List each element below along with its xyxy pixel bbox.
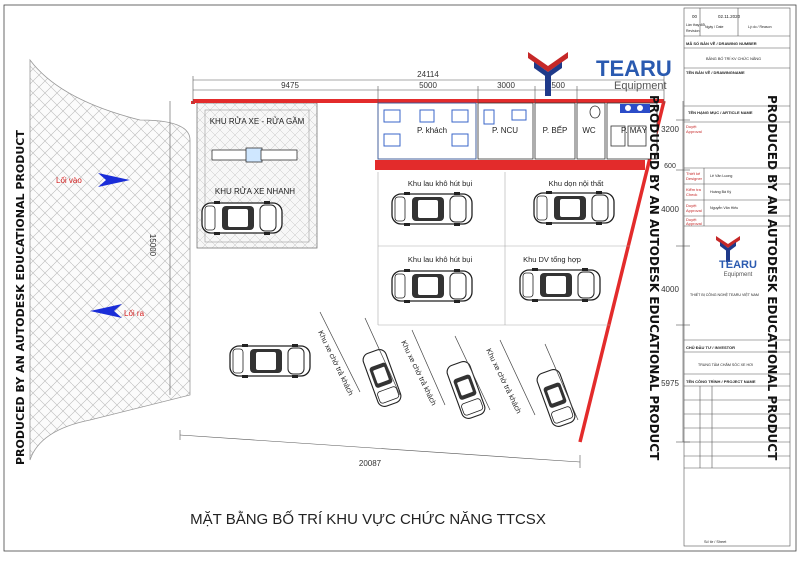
logo-sub-block: Equipment bbox=[724, 272, 753, 278]
tb-approval1: Duyệt bbox=[686, 124, 697, 129]
tb-approval3-en: Approval bbox=[686, 221, 702, 226]
tb-designer-en: Designer bbox=[686, 176, 703, 181]
logo-sub-top: Equipment bbox=[614, 80, 667, 92]
tb-drawing-number-label: MÃ SỐ BẢN VẼ / DRAWING NUMBER bbox=[686, 41, 757, 46]
exit-arrow-icon bbox=[90, 304, 122, 318]
watermark-right-outer: PRODUCED BY AN AUTODESK EDUCATIONAL PROD… bbox=[765, 95, 779, 461]
tb-checker-name: Hoàng Bá Kỳ bbox=[710, 190, 731, 194]
waiting-label-3: Khu xe chờ trả khách bbox=[484, 347, 523, 415]
waiting-car-1 bbox=[360, 347, 404, 409]
sheet-border bbox=[3, 4, 797, 552]
room-may-label: P. MÁY bbox=[621, 126, 648, 135]
logo-name-top: TEARU bbox=[596, 56, 672, 81]
car-wash bbox=[201, 200, 283, 236]
entry-label: Lối vào bbox=[56, 176, 82, 185]
entry-arrow-icon bbox=[98, 173, 130, 187]
dim-right2: 600 bbox=[664, 163, 676, 170]
main-title: MẶT BẰNG BỐ TRÍ KHU VỰC CHỨC NĂNG TTCSX bbox=[190, 510, 546, 528]
tb-rev-label2: Revision bbox=[686, 29, 699, 33]
tb-rev-label: Lần thay đổi bbox=[686, 23, 705, 27]
waiting-label-1: Khu xe chờ trả khách bbox=[316, 329, 355, 397]
tb-sheet-label: Số tờ / Sheet bbox=[704, 540, 727, 544]
dim-total-width: 24114 bbox=[417, 70, 439, 79]
zone-general-label: Khu DV tổng hợp bbox=[523, 255, 581, 264]
tb-checker-en: Check bbox=[686, 192, 697, 197]
title-block bbox=[683, 7, 791, 547]
tb-approval2-name: Nguyễn Văn Hiếu bbox=[710, 205, 738, 210]
dim-seg3: 3000 bbox=[497, 81, 515, 90]
dim-right3: 4000 bbox=[661, 205, 679, 214]
wash-title-label: KHU RỬA XE - RỬA GẦM bbox=[210, 116, 305, 126]
machine-tank bbox=[620, 104, 650, 113]
zone-dry2-label: Khu lau khô hút bụi bbox=[408, 255, 473, 264]
tb-approval2: Duyệt bbox=[686, 203, 697, 208]
tb-designer-label: Thiết kế bbox=[686, 171, 701, 176]
lift-right bbox=[260, 149, 298, 161]
car-bay-3 bbox=[391, 268, 473, 304]
waiting-car-3 bbox=[534, 367, 578, 429]
room-bep bbox=[534, 102, 576, 160]
car-bay-4 bbox=[519, 267, 601, 303]
tb-company: THIẾT BỊ CÔNG NGHỆ TEARU VIỆT NAM bbox=[690, 292, 759, 297]
dim-right1: 3200 bbox=[661, 125, 679, 134]
tb-article-label: TÊN HẠNG MỤC / ARTICLE NAME bbox=[688, 110, 753, 115]
car-bay-2 bbox=[533, 190, 615, 226]
tb-designer-name: Lê Văn Luong bbox=[710, 174, 732, 178]
tb-investor-value: TRUNG TÂM CHĂM SÓC XE HƠI bbox=[698, 362, 753, 367]
exit-label: Lối ra bbox=[124, 309, 145, 318]
tb-revision-date: 02.11.2020 bbox=[718, 14, 741, 19]
car-lot bbox=[229, 343, 311, 379]
watermark-left: PRODUCED BY AN AUTODESK EDUCATIONAL PROD… bbox=[14, 130, 27, 465]
dim-seg2: 5000 bbox=[419, 81, 437, 90]
tb-project-label: TÊN CÔNG TRÌNH / PROJECT NAME bbox=[686, 379, 756, 384]
dim-right5: 5975 bbox=[661, 379, 679, 388]
zone-interior-label: Khu dọn nội thất bbox=[549, 179, 605, 188]
dim-left-height: 15000 bbox=[148, 234, 157, 257]
dim-seg4: 1500 bbox=[547, 81, 565, 90]
zone-dry1-label: Khu lau khô hút bụi bbox=[408, 179, 473, 188]
tb-drawing-name-label: TÊN BẢN VẼ / DRAWINGNAME bbox=[686, 70, 745, 75]
tb-approval3: Duyệt bbox=[686, 217, 697, 222]
tb-date-label: Ngày / Date bbox=[705, 25, 724, 29]
room-bep-label: P. BẾP bbox=[543, 125, 568, 135]
tearu-logo-block: TEARU Equipment bbox=[716, 236, 757, 278]
watermark-right-inner: PRODUCED BY AN AUTODESK EDUCATIONAL PROD… bbox=[647, 95, 661, 461]
logo-name-block: TEARU bbox=[719, 259, 757, 271]
car-bay-1 bbox=[391, 191, 473, 227]
tb-investor-label: CHỦ ĐẦU TƯ / INVESTOR bbox=[686, 345, 735, 350]
tb-approval2-en: Approval bbox=[686, 208, 702, 213]
dimension-lines bbox=[169, 76, 690, 468]
waiting-label-2: Khu xe chờ trả khách bbox=[399, 339, 438, 407]
paved-driveway bbox=[29, 58, 191, 461]
dim-seg1: 9475 bbox=[281, 81, 299, 90]
tb-reason-label: Lý do / Reason bbox=[748, 25, 772, 29]
wash-fast-label: KHU RỬA XE NHANH bbox=[215, 187, 295, 196]
tb-checker-label: Kiểm tra bbox=[686, 187, 702, 192]
tb-approval1-en: Approval bbox=[686, 129, 702, 134]
room-khach-label: P. khách bbox=[417, 126, 447, 135]
dim-bottom: 20087 bbox=[359, 459, 382, 468]
room-ncu-label: P. NCU bbox=[492, 126, 518, 135]
lift-center bbox=[245, 147, 263, 163]
tearu-logo-top: TEARU Equipment bbox=[528, 52, 672, 96]
tb-drawing-number-value: BẢNG BỐ TRÍ KV CHỨC NĂNG bbox=[706, 56, 761, 61]
room-wc-label: WC bbox=[582, 126, 596, 135]
dim-right4: 4000 bbox=[661, 285, 679, 294]
corridor-wall bbox=[375, 160, 645, 170]
lift-left bbox=[211, 149, 249, 161]
tb-revision-no: 00 bbox=[692, 14, 698, 19]
